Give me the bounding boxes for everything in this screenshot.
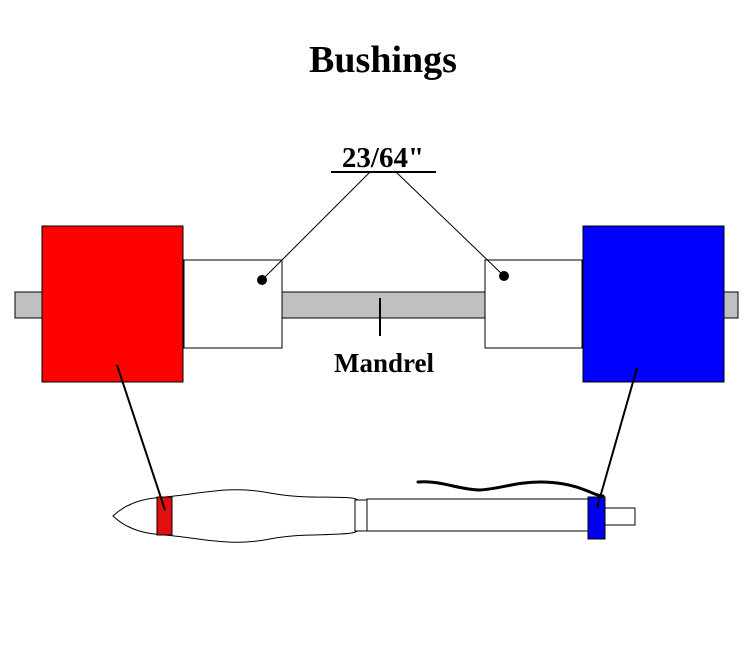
right-bushing bbox=[582, 225, 725, 383]
pen-blue-band bbox=[587, 496, 606, 540]
left-bushing bbox=[41, 225, 184, 383]
pen-tip bbox=[604, 507, 636, 526]
pen-clip bbox=[416, 480, 605, 498]
pen-center-ring bbox=[354, 499, 368, 532]
diagram-title: Bushings bbox=[309, 39, 457, 81]
left-spacer-bushing bbox=[183, 259, 283, 349]
right-spacer-bushing bbox=[484, 259, 583, 349]
dimension-leader-right bbox=[395, 171, 505, 277]
right-spacer-dot bbox=[499, 271, 509, 281]
pen-red-band bbox=[156, 496, 173, 536]
pen-body bbox=[112, 489, 368, 543]
pen-barrel bbox=[366, 498, 590, 532]
red-bushing-leader bbox=[116, 364, 166, 511]
mandrel-label: Mandrel bbox=[334, 348, 434, 378]
pen-illustration bbox=[112, 480, 636, 543]
dimension-label: 23/64" bbox=[342, 142, 424, 174]
dimension-leader-left bbox=[261, 171, 371, 281]
left-spacer-dot bbox=[257, 275, 267, 285]
blue-bushing-leader bbox=[596, 367, 638, 509]
